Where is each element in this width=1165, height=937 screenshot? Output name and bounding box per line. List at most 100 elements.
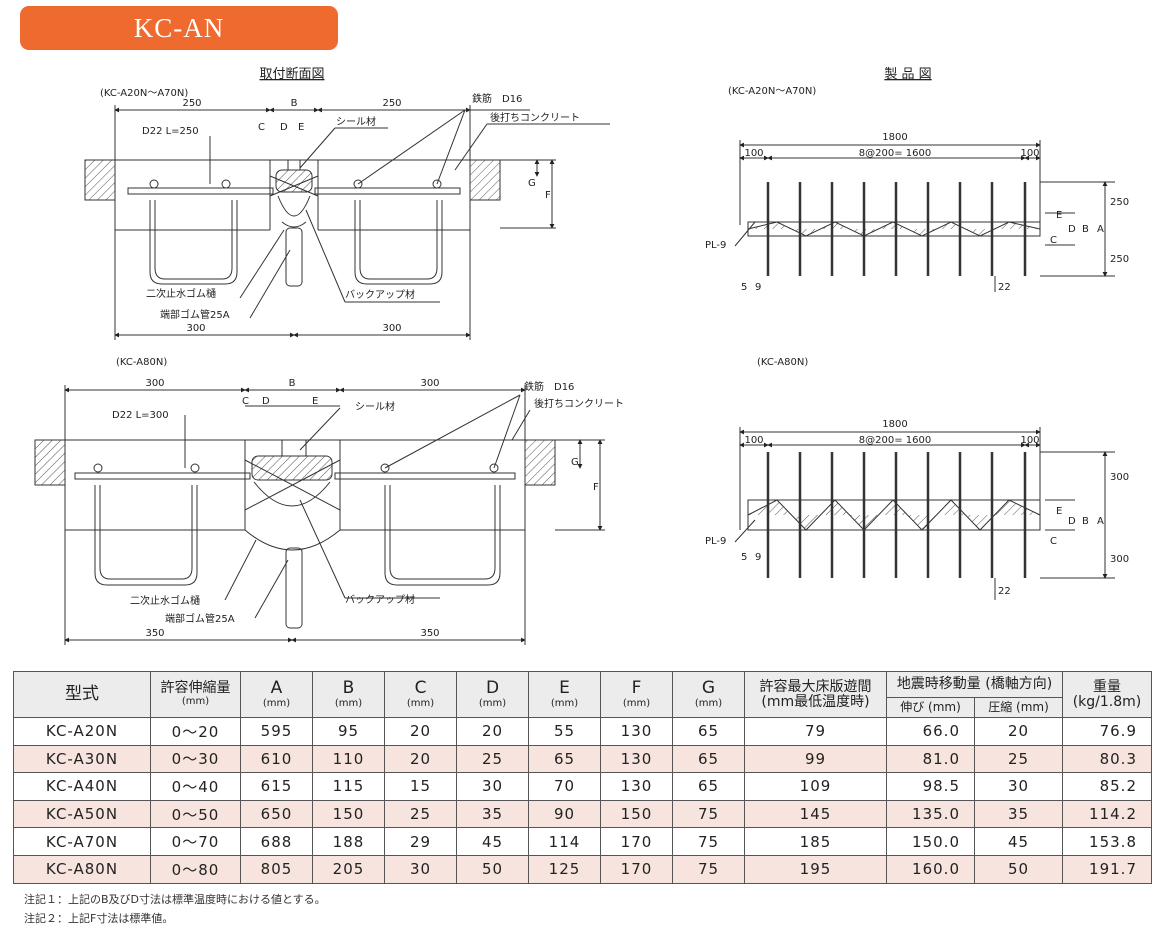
- product-dim-1800-a80: 1800: [882, 419, 907, 430]
- section-drawing-a20-a70-text: 取付断面図 (KC-A20N～A70N) 250 B 250 D22 L=250…: [100, 67, 580, 334]
- rebar-label: 鉄筋 D16: [472, 92, 522, 105]
- product-dim-pitch: 8@200= 1600: [859, 148, 931, 159]
- col-weight: 重量(kg/1.8m): [1062, 671, 1152, 718]
- dim-300-a80-left: 300: [145, 378, 164, 389]
- rubber-pipe-label: 端部ゴム管25A: [160, 308, 230, 321]
- cell-exp: 0～50: [150, 799, 241, 829]
- col-e: E(mm): [528, 671, 601, 718]
- dim-350-left: 350: [145, 628, 164, 639]
- dim-250-right: 250: [382, 98, 401, 109]
- rebar-label-a80: 鉄筋 D16: [524, 380, 574, 393]
- cell-d: 30: [456, 772, 529, 801]
- product-a80-letter-e: E: [1056, 506, 1062, 517]
- cell-model: KC-A50N: [13, 799, 151, 829]
- dim-c-a80: C: [242, 396, 249, 407]
- gutter-label-a80: 二次止水ゴム樋: [130, 594, 200, 607]
- cell-compress: 50: [974, 854, 1063, 884]
- cell-d: 20: [456, 717, 529, 746]
- cell-compress: 45: [974, 827, 1063, 856]
- product-letter-e: E: [1056, 210, 1062, 221]
- cell-b: 115: [312, 772, 385, 801]
- col-a: A(mm): [240, 671, 313, 718]
- dim-b-a80: B: [289, 378, 296, 389]
- backup-label: バックアップ材: [345, 288, 415, 301]
- cell-a: 610: [240, 744, 313, 774]
- col-g: G(mm): [672, 671, 745, 718]
- col-b: B(mm): [312, 671, 385, 718]
- anchor-label-a80: D22 L=300: [112, 410, 169, 421]
- title-banner: KC-AN: [20, 6, 338, 50]
- cell-stretch: 150.0: [886, 827, 975, 856]
- product-drawing-a80-text: (KC-A80N) 1800 100 8@200= 1600 100 300 3…: [705, 357, 1129, 597]
- col-seismic: 地震時移動量 (橋軸方向): [886, 671, 1063, 698]
- dim-e: E: [298, 122, 304, 133]
- dim-g: G: [528, 178, 536, 189]
- cell-gap: 195: [744, 854, 887, 884]
- dim-250-left: 250: [182, 98, 201, 109]
- cell-f: 170: [600, 854, 673, 884]
- cell-g: 65: [672, 772, 745, 801]
- dim-300-a80-right: 300: [420, 378, 439, 389]
- product-letter-d: D: [1068, 224, 1076, 235]
- product-a80-plate-label: PL-9: [705, 536, 726, 547]
- cell-e: 90: [528, 799, 601, 829]
- dim-d: D: [280, 122, 288, 133]
- dim-c: C: [258, 122, 265, 133]
- cell-d: 35: [456, 799, 529, 829]
- product-a80-dim-22: 22: [998, 586, 1011, 597]
- cell-c: 15: [384, 772, 457, 801]
- product-dim-100-right-a80: 100: [1020, 435, 1039, 446]
- product-dim-100-left-a80: 100: [744, 435, 763, 446]
- cell-weight: 153.8: [1062, 827, 1152, 856]
- product-dim-100-right: 100: [1020, 148, 1039, 159]
- cell-model: KC-A80N: [13, 854, 151, 884]
- note-1: 注記１：上記のB及びD寸法は標準温度時における値とする。: [24, 893, 326, 906]
- cell-stretch: 66.0: [886, 717, 975, 746]
- cell-weight: 114.2: [1062, 799, 1152, 829]
- cell-model: KC-A70N: [13, 827, 151, 856]
- gutter-label: 二次止水ゴム樋: [146, 287, 216, 300]
- product-dim-5: 5: [741, 282, 747, 293]
- cell-g: 65: [672, 717, 745, 746]
- cell-compress: 35: [974, 799, 1063, 829]
- cell-stretch: 160.0: [886, 854, 975, 884]
- product-range-a80: (KC-A80N): [757, 357, 808, 368]
- product-a80-letter-c: C: [1050, 536, 1057, 547]
- cell-compress: 25: [974, 744, 1063, 774]
- dim-e-a80: E: [312, 396, 318, 407]
- cell-e: 125: [528, 854, 601, 884]
- product-dim-1800: 1800: [882, 132, 907, 143]
- cell-b: 205: [312, 854, 385, 884]
- cell-stretch: 98.5: [886, 772, 975, 801]
- cell-a: 688: [240, 827, 313, 856]
- cell-a: 805: [240, 854, 313, 884]
- cell-b: 188: [312, 827, 385, 856]
- dim-g-a80: G: [571, 457, 579, 468]
- spec-table: 型式 許容伸縮量(mm) A(mm) B(mm) C(mm) D(mm) E(m…: [13, 671, 1152, 884]
- dim-300-left: 300: [186, 323, 205, 334]
- cell-f: 130: [600, 744, 673, 774]
- cell-g: 65: [672, 744, 745, 774]
- cell-f: 130: [600, 717, 673, 746]
- cell-c: 29: [384, 827, 457, 856]
- section-title: 取付断面図: [259, 67, 324, 82]
- col-allow-exp: 許容伸縮量(mm): [150, 671, 241, 718]
- cell-g: 75: [672, 827, 745, 856]
- cell-exp: 0～70: [150, 827, 241, 856]
- range-label-a80: (KC-A80N): [116, 357, 167, 368]
- product-dim-pitch-a80: 8@200= 1600: [859, 435, 931, 446]
- product-letter-a: A: [1097, 224, 1104, 235]
- cell-g: 75: [672, 854, 745, 884]
- cell-model: KC-A20N: [13, 717, 151, 746]
- product-dim-100-left: 100: [744, 148, 763, 159]
- cell-e: 70: [528, 772, 601, 801]
- range-label-a20-a70: (KC-A20N～A70N): [100, 88, 188, 99]
- product-range-a20-a70: (KC-A20N～A70N): [728, 86, 816, 97]
- cell-e: 114: [528, 827, 601, 856]
- rubber-pipe-label-a80: 端部ゴム管25A: [165, 612, 235, 625]
- product-letter-c: C: [1050, 235, 1057, 246]
